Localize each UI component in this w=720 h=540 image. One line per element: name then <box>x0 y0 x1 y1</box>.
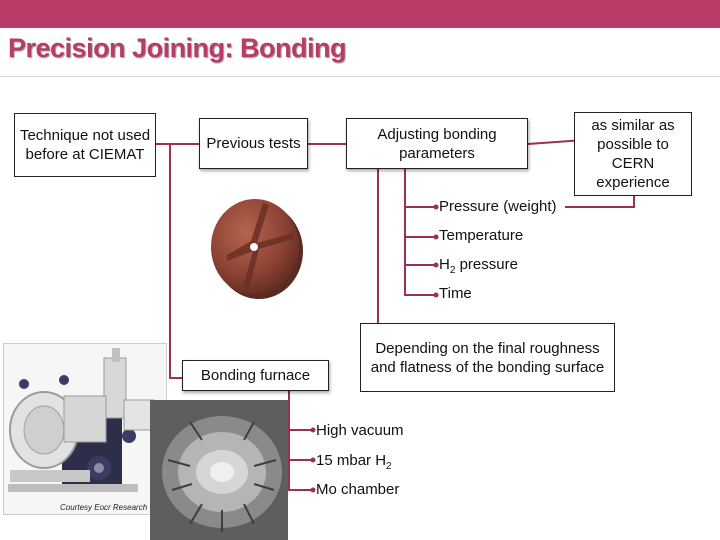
param-time: Time <box>439 285 472 302</box>
mo-chamber-photo-icon <box>150 400 288 540</box>
param-temperature: Temperature <box>439 227 524 244</box>
furnace-15-mbar: 15 mbar H2 <box>316 452 392 476</box>
roughness-box: Depending on the final roughness and fla… <box>360 323 615 392</box>
cern-experience-box: as similar as possible to CERN experienc… <box>574 112 692 196</box>
adjusting-parameters-text: Adjusting bonding parameters <box>377 125 497 162</box>
h2-subscript: 2 <box>449 265 456 276</box>
mbar-prefix: 15 mbar H <box>316 452 387 469</box>
adjusting-parameters-box: Adjusting bonding parameters <box>346 118 528 169</box>
param-h2-pressure: H2 pressure <box>439 256 518 280</box>
h2-prefix: H <box>439 256 450 273</box>
mbar-subscript: 2 <box>386 461 392 472</box>
copper-disk-icon <box>197 185 317 305</box>
top-accent-bar <box>0 0 720 28</box>
bonding-furnace-box: Bonding furnace <box>182 360 329 391</box>
title-divider <box>0 76 720 77</box>
furnace-high-vacuum: High vacuum <box>316 422 404 439</box>
furnace-photo-icon <box>3 343 167 515</box>
roughness-text: Depending on the final roughness and fla… <box>370 339 605 376</box>
slide-title: Precision Joining: Bonding <box>8 33 347 63</box>
cern-experience-text: as similar as possible to CERN experienc… <box>591 117 675 191</box>
previous-tests-box: Previous tests <box>199 118 308 169</box>
param-pressure: Pressure (weight) <box>439 198 557 215</box>
furnace-mo-chamber: Mo chamber <box>316 481 400 498</box>
technique-box-text: Technique not used before at CIEMAT <box>19 127 151 163</box>
previous-tests-text: Previous tests <box>206 135 301 152</box>
bonding-furnace-text: Bonding furnace <box>200 367 311 384</box>
technique-box: Technique not used before at CIEMAT <box>14 113 156 177</box>
photo-credit: Courtesy Eocr Research <box>60 503 148 512</box>
h2-suffix: pressure <box>455 256 518 273</box>
